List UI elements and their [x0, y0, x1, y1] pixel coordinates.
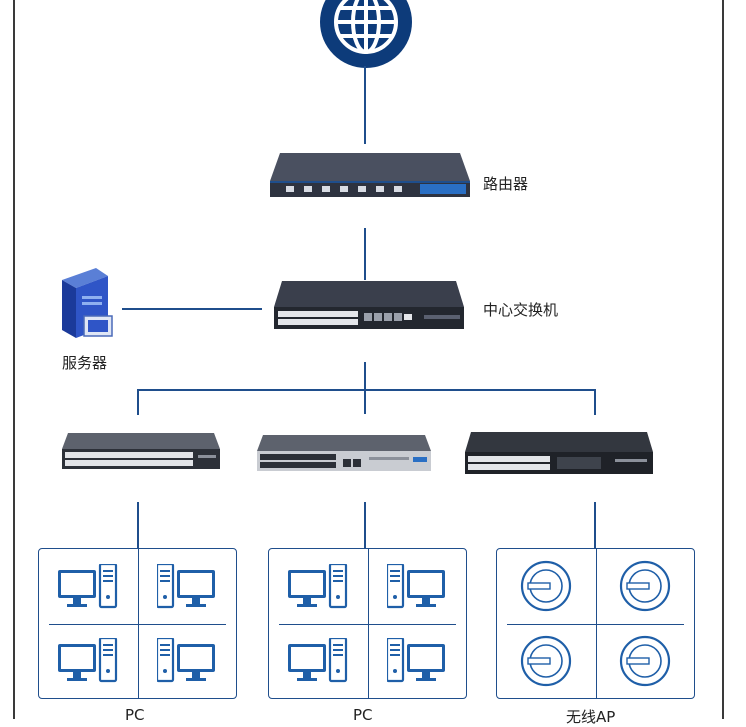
link-core-distribution	[364, 362, 366, 414]
pc-icon	[368, 624, 467, 699]
pc-icon	[368, 549, 467, 624]
link-switch1-group1	[137, 502, 139, 548]
distribution-bus	[137, 389, 596, 391]
pc-icon	[39, 624, 138, 699]
core-switch-icon	[274, 281, 464, 329]
group-2-box	[268, 548, 467, 699]
link-bus-switch3	[594, 389, 596, 415]
core-switch-label: 中心交换机	[483, 301, 559, 319]
link-bus-switch1	[137, 389, 139, 415]
wireless-ap-icon	[596, 549, 695, 624]
group-1-box	[38, 548, 237, 699]
link-router-core	[364, 228, 366, 280]
pc-icon	[138, 624, 237, 699]
access-switch-1-icon	[62, 433, 220, 469]
link-globe-router	[364, 66, 366, 144]
group-2-label: PC	[353, 706, 373, 724]
internet-globe-icon	[318, 0, 414, 68]
wireless-ap-icon	[497, 549, 596, 624]
link-switch2-group2	[364, 502, 366, 548]
pc-icon	[269, 624, 368, 699]
group-divider-horizontal	[49, 623, 226, 625]
server-label: 服务器	[62, 354, 108, 372]
pc-icon	[39, 549, 138, 624]
router-icon	[270, 153, 470, 199]
group-1-label: PC	[125, 706, 145, 724]
pc-icon	[138, 549, 237, 624]
wireless-ap-icon	[497, 624, 596, 699]
group-3-box	[496, 548, 695, 699]
wireless-ap-icon	[596, 624, 695, 699]
group-divider-horizontal	[279, 623, 456, 625]
pc-icon	[269, 549, 368, 624]
link-switch3-group3	[594, 502, 596, 548]
frame-left-border	[13, 0, 15, 719]
group-3-label: 无线AP	[566, 708, 616, 726]
access-switch-3-icon	[465, 432, 653, 474]
server-icon	[58, 268, 114, 340]
access-switch-2-icon	[257, 435, 431, 471]
link-server-core	[122, 308, 262, 310]
frame-right-border	[722, 0, 724, 719]
router-label: 路由器	[483, 175, 529, 193]
group-divider-horizontal	[507, 623, 684, 625]
